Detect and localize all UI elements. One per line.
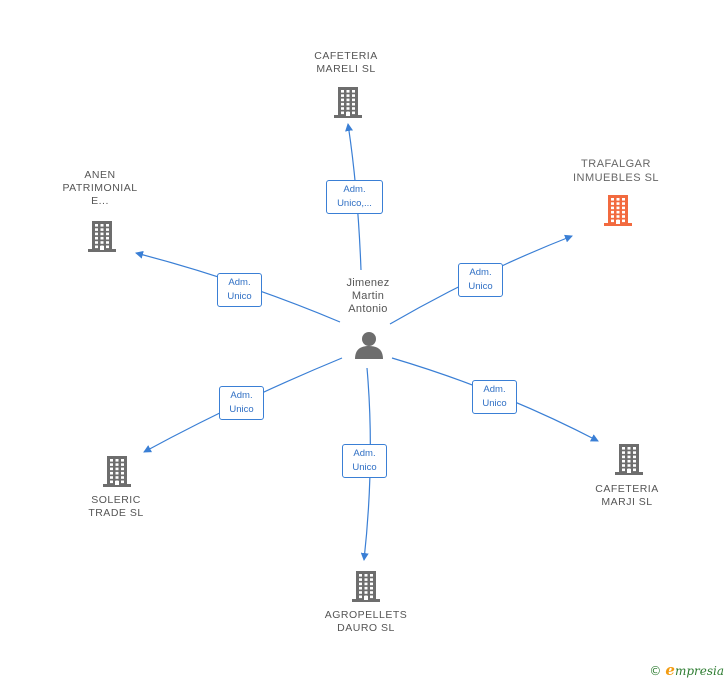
empresia-logo-initial: e <box>665 661 675 679</box>
building-icon[interactable] <box>331 85 365 119</box>
person-icon[interactable] <box>354 330 384 360</box>
person-name[interactable]: Jimenez Martin Antonio <box>346 277 390 315</box>
company-label-anen[interactable]: ANEN PATRIMONIAL E... <box>62 169 138 207</box>
company-label-cafeteria-mareli[interactable]: CAFETERIA MARELI SL <box>314 50 378 75</box>
copyright-symbol: © <box>649 664 662 678</box>
edge-label-anen[interactable]: Adm. Unico <box>217 273 262 307</box>
empresia-watermark: ©empresia <box>649 661 724 679</box>
building-icon[interactable] <box>100 454 134 488</box>
building-icon[interactable] <box>601 193 635 227</box>
building-icon[interactable] <box>612 442 646 476</box>
edge-label-trafalgar[interactable]: Adm. Unico <box>458 263 503 297</box>
edge-label-soleric[interactable]: Adm. Unico <box>219 386 264 420</box>
edge-label-agropellets[interactable]: Adm. Unico <box>342 444 387 478</box>
building-icon[interactable] <box>85 219 119 253</box>
empresia-logo-text: mpresia <box>674 664 724 678</box>
edge-label-cafeteria-mareli[interactable]: Adm. Unico,... <box>326 180 383 214</box>
company-label-agropellets[interactable]: AGROPELLETS DAURO SL <box>324 609 408 634</box>
company-label-trafalgar[interactable]: TRAFALGAR INMUEBLES SL <box>572 158 660 184</box>
edge-label-cafeteria-marji[interactable]: Adm. Unico <box>472 380 517 414</box>
company-label-soleric[interactable]: SOLERIC TRADE SL <box>88 494 144 519</box>
building-icon[interactable] <box>349 569 383 603</box>
company-label-cafeteria-marji[interactable]: CAFETERIA MARJI SL <box>595 483 659 508</box>
